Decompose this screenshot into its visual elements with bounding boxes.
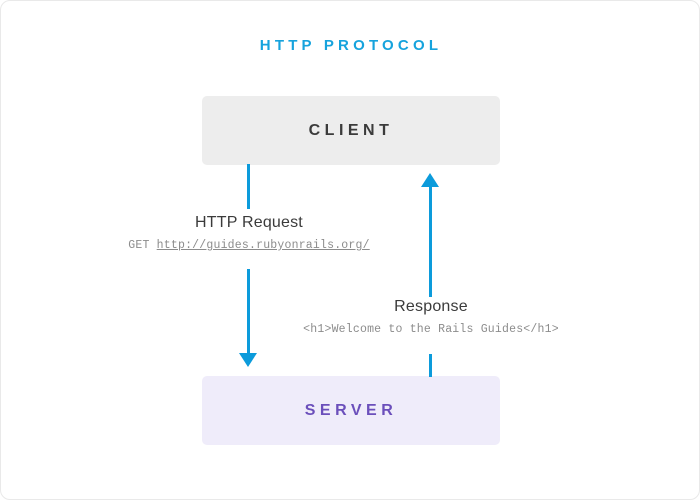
request-label-group: HTTP Request GET http://guides.rubyonrai… [110, 214, 388, 252]
node-client-label: CLIENT [308, 121, 394, 139]
request-label-title: HTTP Request [195, 214, 303, 231]
request-http-method: GET [128, 239, 157, 252]
node-server: SERVER [202, 376, 500, 445]
response-label-group: Response <h1>Welcome to the Rails Guides… [292, 298, 570, 336]
response-arrow-line-lower [429, 354, 432, 377]
request-url-link[interactable]: http://guides.rubyonrails.org/ [156, 239, 370, 252]
request-arrow-head-down-icon [239, 353, 257, 367]
node-client: CLIENT [202, 96, 500, 165]
response-arrow-line-upper [429, 187, 432, 297]
request-arrow-line-upper [247, 164, 250, 209]
response-label-title: Response [394, 298, 468, 315]
request-label-detail: GET http://guides.rubyonrails.org/ [110, 239, 388, 252]
response-label-detail: <h1>Welcome to the Rails Guides</h1> [303, 323, 559, 336]
page-title: HTTP PROTOCOL [259, 37, 443, 54]
response-arrow-head-up-icon [421, 173, 439, 187]
node-server-label: SERVER [304, 401, 398, 419]
request-arrow-line-lower [247, 269, 250, 354]
